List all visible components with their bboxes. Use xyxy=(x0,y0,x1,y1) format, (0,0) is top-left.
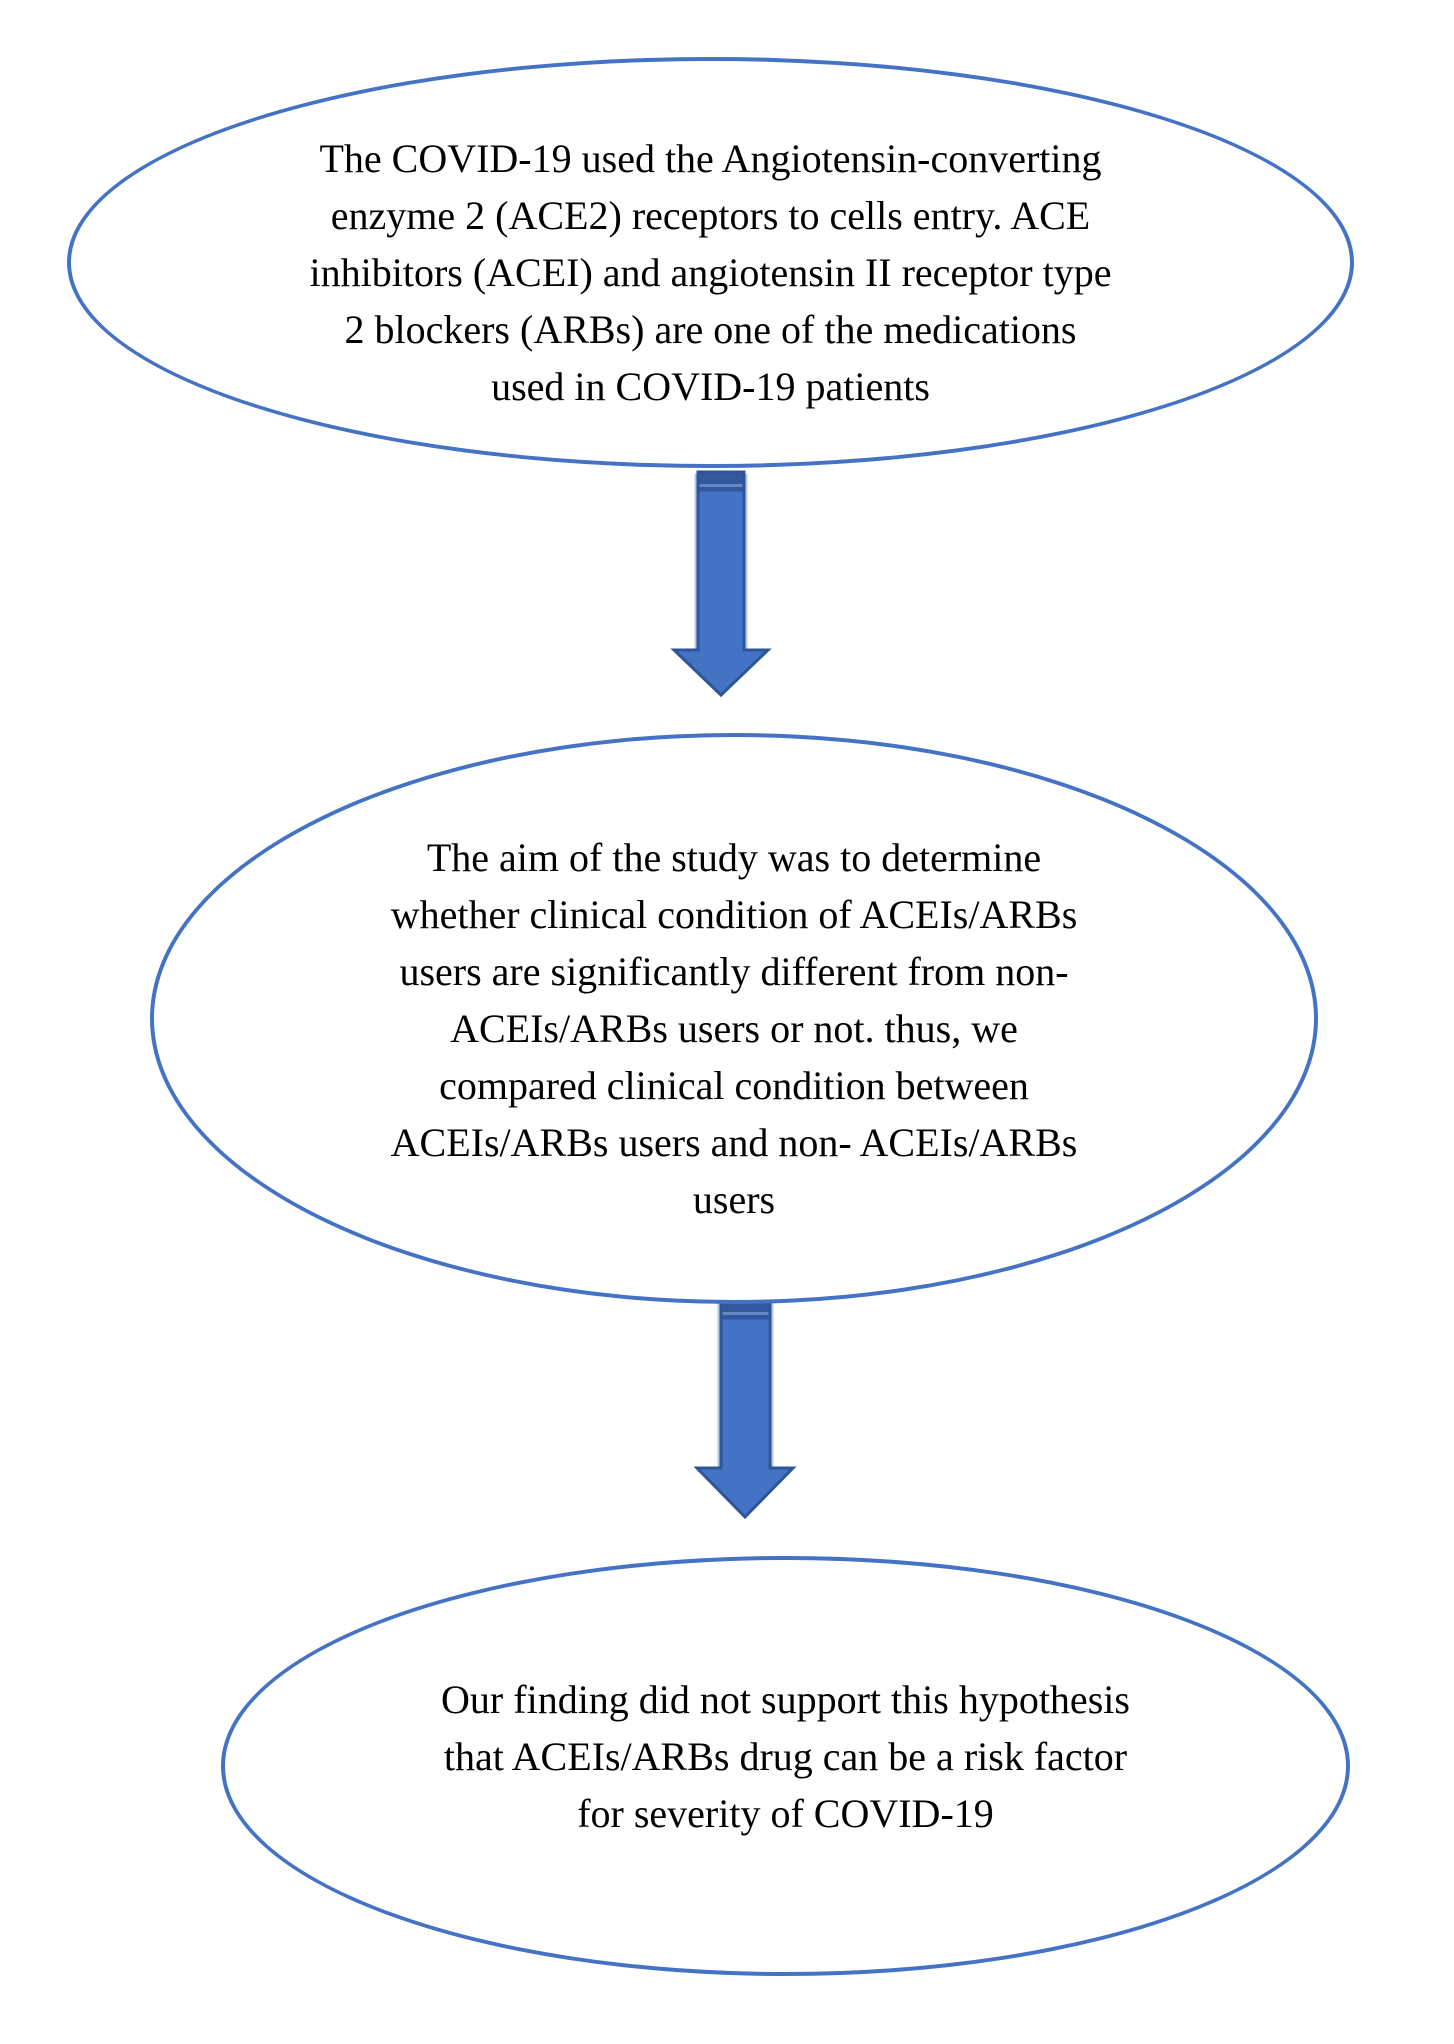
down-arrow-connector-1 xyxy=(670,470,772,700)
node-premise-text: The COVID-19 used the Angiotensin-conver… xyxy=(309,136,1112,409)
down-arrow-shape xyxy=(670,470,772,698)
flowchart-node-finding: Our finding did not support this hypothe… xyxy=(221,1556,1350,1976)
arrow-cap-highlight xyxy=(722,1312,769,1315)
arrow-bevel-left xyxy=(717,1296,720,1468)
flowchart-node-premise: The COVID-19 used the Angiotensin-conver… xyxy=(67,57,1354,468)
arrow-cap-highlight xyxy=(699,484,743,487)
down-arrow-connector-2 xyxy=(693,1292,798,1520)
down-arrow-shape xyxy=(693,1292,797,1520)
arrow-cap-shade xyxy=(699,473,743,492)
down-arrow-icon xyxy=(693,1292,797,1520)
node-finding-text: Our finding did not support this hypothe… xyxy=(441,1676,1130,1836)
arrow-bevel-right xyxy=(745,474,748,650)
node-aim-text: The aim of the study was to determine wh… xyxy=(390,835,1078,1222)
arrow-bevel-right xyxy=(771,1296,774,1468)
flowchart-node-aim: The aim of the study was to determine wh… xyxy=(150,733,1318,1304)
down-arrow-icon xyxy=(670,470,772,698)
arrow-bevel-left xyxy=(694,474,697,650)
